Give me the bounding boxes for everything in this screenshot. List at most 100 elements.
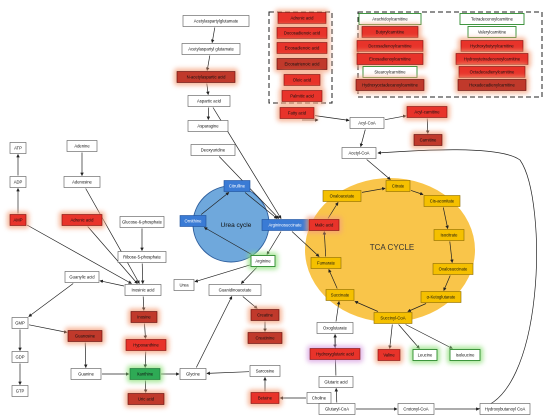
node-amp[interactable]: AMP	[7, 211, 29, 229]
edge-oxaloacetate-to-citrate	[361, 187, 386, 193]
node-valeryl[interactable]: Valerylcarnitine	[467, 26, 517, 38]
node-sarcosine[interactable]: Sarcosine	[249, 365, 281, 377]
node-guanosine[interactable]: Guanosine	[65, 327, 105, 345]
node-label: Hexadecadienylcarnitine	[469, 83, 515, 88]
node-oleic[interactable]: Oleic acid	[281, 71, 323, 89]
node-crotonylcoa[interactable]: Crotonyl-CoA	[397, 403, 435, 415]
edge-succinate-to-fumarate	[328, 268, 338, 289]
node-acetylaspartic[interactable]: N-acetylaspartic acid	[174, 68, 238, 86]
node-gtp[interactable]: GTP	[11, 385, 29, 397]
node-inosine[interactable]: Inosine	[128, 308, 160, 326]
node-eicosatrienoic[interactable]: Eicosatrienoic acid	[274, 55, 330, 73]
node-decosadienoyl[interactable]: Decosadienoylcarnitine	[354, 37, 426, 55]
node-stearoyl[interactable]: Stearoylcarnitine	[362, 66, 418, 78]
node-box	[182, 15, 250, 27]
node-carnitine[interactable]: Carnitine	[411, 131, 445, 149]
node-adenine[interactable]: Adenine	[66, 140, 98, 152]
node-xanthine[interactable]: Xanthine	[127, 365, 163, 383]
node-label: Ornithine	[185, 219, 203, 224]
node-atp[interactable]: ATP	[9, 142, 27, 154]
node-choline[interactable]: Choline	[306, 392, 332, 404]
node-glutarylcoa[interactable]: Glutaryl-CoA	[318, 403, 356, 415]
node-argininosuccinate[interactable]: Argininosuccinate	[261, 219, 309, 231]
node-urea[interactable]: Urea	[173, 279, 195, 291]
node-box	[310, 257, 342, 269]
node-acetylcoa[interactable]: Acetyl-CoA	[341, 147, 377, 159]
node-succinylcoa[interactable]: Succinyl-CoA	[373, 312, 413, 324]
node-guanidinoacetate[interactable]: Guanidinoacetate	[208, 284, 262, 296]
node-label: Oleic acid	[293, 78, 312, 83]
node-eicosadienoic[interactable]: Eicosadienoic acid	[274, 39, 330, 57]
node-uricacid[interactable]: Uric acid	[125, 390, 167, 408]
node-docosadienoic[interactable]: Docosadienoic acid	[274, 24, 330, 42]
node-betaine[interactable]: Betaine	[248, 389, 282, 407]
node-succinate[interactable]: Succinate	[325, 289, 355, 301]
node-box	[179, 215, 207, 227]
node-malic[interactable]: Malic acid	[306, 216, 342, 234]
node-glycine[interactable]: Glycine	[179, 368, 207, 380]
node-label: Hypoxanthine	[133, 343, 159, 348]
node-creatine[interactable]: Creatine	[248, 306, 282, 324]
node-inosinic[interactable]: Inosinic acid	[124, 284, 162, 296]
node-acetylaspartylglutamate2[interactable]: Acetylaspartyl glutamate	[181, 43, 241, 55]
node-box	[11, 351, 29, 363]
node-isoleucine[interactable]: Isoleucine	[447, 346, 483, 364]
node-valine[interactable]: Valine	[375, 346, 403, 364]
node-glutaric[interactable]: Glutaric acid	[318, 376, 354, 388]
node-guanine[interactable]: Guanine	[70, 368, 102, 380]
node-gmp[interactable]: GMP	[11, 317, 29, 329]
node-deoxyuridine[interactable]: Deoxyuridine	[190, 144, 236, 156]
node-isocitrate[interactable]: Isocitrate	[433, 229, 465, 241]
node-adp[interactable]: ADP	[9, 176, 27, 188]
node-guanylic[interactable]: Guanylic acid	[64, 271, 100, 283]
node-ornithine[interactable]: Ornithine	[179, 215, 207, 227]
node-adrenic1[interactable]: Adrenic acid	[275, 9, 329, 27]
node-eicosadienoyl[interactable]: Eicosadienoylcarnitine	[354, 50, 426, 68]
node-asparagine[interactable]: Asparagine	[187, 120, 229, 132]
node-acylcarnitine[interactable]: Acyl-carnitine	[404, 103, 450, 121]
node-citrulline[interactable]: Citrulline	[223, 180, 251, 192]
node-cisaconitate[interactable]: Cis-aconitate	[423, 195, 461, 207]
node-hydroxyglutaric[interactable]: Hydroxyglutaric acid	[307, 345, 363, 363]
node-box	[247, 332, 283, 344]
node-box	[277, 12, 327, 24]
edge-inosine-to-hypoxanthine	[143, 323, 148, 340]
node-citrate[interactable]: Citrate	[385, 180, 411, 192]
node-palmitic[interactable]: Palmitic acid	[279, 87, 325, 105]
node-oxoglutarate[interactable]: Oxoglutarate	[316, 322, 354, 334]
node-label: GDP	[15, 355, 24, 360]
node-arginine[interactable]: Arginine	[248, 252, 278, 270]
node-label: Inosine	[137, 315, 151, 320]
node-butyryl[interactable]: Butyrylcarnitine	[359, 23, 421, 41]
edge-citrulline-to-argininosuccinate	[244, 192, 278, 219]
node-tetradecenoyl[interactable]: Tetradecenoylcarnitine	[459, 13, 525, 25]
node-glucose6p[interactable]: Glucose-6-phosphate	[119, 216, 165, 228]
node-acylcoa[interactable]: Acyl-CoA	[349, 117, 385, 129]
node-oxaloacetate[interactable]: Oxaloacetate	[322, 190, 362, 202]
node-hypoxanthine[interactable]: Hypoxanthine	[123, 336, 169, 354]
node-fumarate[interactable]: Fumarate	[310, 257, 342, 269]
node-adrenic2[interactable]: Adrenic acid	[59, 211, 105, 229]
node-oxalosuccinate[interactable]: Oxalosuccinate	[432, 263, 474, 275]
node-box	[179, 368, 207, 380]
node-adenosine[interactable]: Adenosine	[63, 176, 101, 188]
node-label: Eicosatrienoic acid	[285, 62, 321, 67]
node-hydroxybutanoyl[interactable]: Hydroxybutanoyl CoA	[479, 403, 531, 415]
edge-guanosine-to-guanine	[83, 342, 88, 369]
node-hexadecadienyl[interactable]: Hexadecadienylcarnitine	[455, 76, 529, 94]
node-arachidoyl[interactable]: Arachidoylcarnitine	[358, 13, 422, 25]
edge-succinylcoa-to-isoleucine	[405, 324, 453, 349]
node-leucine[interactable]: Leucine	[410, 346, 440, 364]
node-ribose5p[interactable]: Ribose-5-phosphate	[117, 251, 167, 263]
node-fatty[interactable]: Fatty acid	[277, 104, 317, 122]
node-creatinine[interactable]: Creatinine	[245, 329, 285, 347]
node-box	[413, 134, 443, 146]
edge-acetylaspartylglutamate2-to-acetylaspartic	[205, 55, 211, 72]
edge-ribose5p-to-inosinic	[140, 263, 145, 285]
node-acetylaspartylglutamate[interactable]: Acetylaspartylglutamate	[182, 15, 250, 27]
node-hydroxyoctadec[interactable]: Hydroxyoctadecanoylcarnitine	[353, 76, 427, 94]
node-akg[interactable]: α-Ketoglutarate	[420, 291, 462, 303]
node-aspartic[interactable]: Aspartic acid	[187, 95, 231, 107]
node-gdp[interactable]: GDP	[11, 351, 29, 363]
node-box	[9, 142, 27, 154]
